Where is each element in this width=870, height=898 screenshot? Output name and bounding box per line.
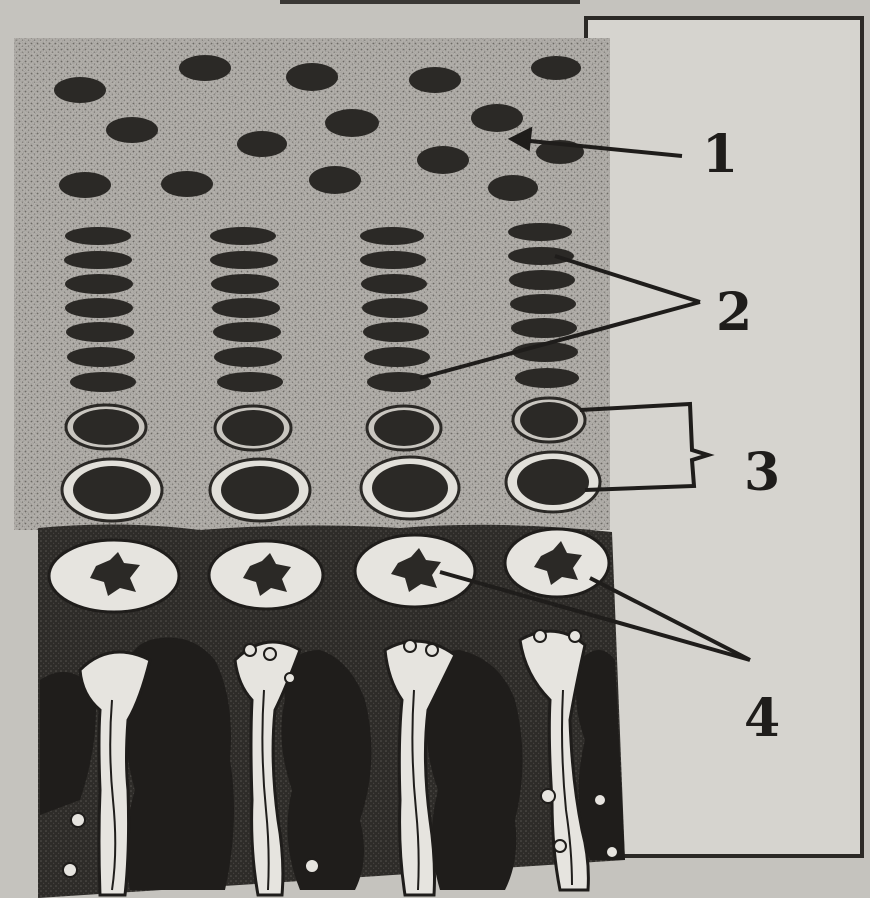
label-3: 3 bbox=[744, 442, 780, 503]
label-1: 1 bbox=[702, 124, 738, 185]
label-2: 2 bbox=[716, 282, 752, 343]
top-rule bbox=[280, 0, 580, 4]
label-4: 4 bbox=[744, 688, 780, 749]
